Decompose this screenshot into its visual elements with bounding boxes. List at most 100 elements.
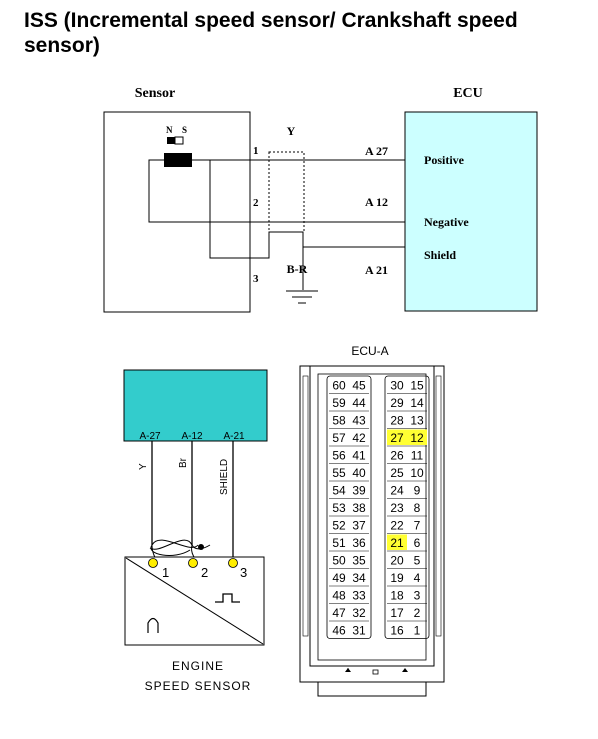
wire-negative — [148, 159, 405, 223]
pin-number-39: 39 — [352, 484, 366, 498]
pin-number-52: 52 — [332, 519, 346, 533]
pin-number-3: 3 — [414, 589, 421, 603]
ecu-label-negative: Negative — [424, 215, 469, 229]
sensor-symbol-icon — [147, 617, 159, 633]
magnet-n-label: N — [166, 125, 173, 135]
pin-number-60: 60 — [332, 379, 346, 393]
pin-highlight — [387, 429, 407, 445]
right-pin-block — [384, 375, 430, 639]
box-label-a12: A-12 — [181, 431, 203, 442]
ecu-header: ECU — [453, 86, 483, 101]
pin-number-48: 48 — [332, 589, 346, 603]
wire-color-y: Y — [287, 124, 296, 138]
pin-number-53: 53 — [332, 501, 346, 515]
pin-number-26: 26 — [390, 449, 404, 463]
pin-number-45: 45 — [352, 379, 366, 393]
pin-number-4: 4 — [414, 571, 421, 585]
sensor-name-line1: ENGINE — [172, 659, 224, 673]
pin-number-56: 56 — [332, 449, 346, 463]
magnet-north-icon — [167, 137, 175, 144]
ecu-bottom-tab — [317, 681, 427, 697]
sensor-pin-label-2: 2 — [201, 565, 208, 580]
coil-icon — [164, 153, 192, 167]
pin-number-11: 11 — [411, 449, 424, 463]
magnet-south-icon — [174, 136, 184, 145]
pin-number-13: 13 — [410, 414, 424, 428]
page-title: ISS (Incremental speed sensor/ Crankshaf… — [24, 9, 518, 57]
pin-number-8: 8 — [414, 501, 421, 515]
pin-label-3: 3 — [253, 273, 259, 285]
ecu-pin-a12: A 12 — [365, 195, 388, 209]
pin-number-57: 57 — [332, 431, 346, 445]
pin-highlight — [387, 534, 407, 550]
wire-color-br: B-R — [287, 262, 308, 276]
pin-number-16: 16 — [390, 624, 404, 638]
pin-number-58: 58 — [332, 414, 346, 428]
pin-number-1: 1 — [414, 624, 421, 638]
wiring-diagram: Sensor ECU N S 1 2 3 Y B-R A 27 A — [103, 86, 538, 313]
pin-number-29: 29 — [390, 396, 404, 410]
sensor-name-line2: SPEED SENSOR — [145, 679, 252, 693]
ecu-a-title: ECU-A — [351, 344, 388, 358]
pin-number-27: 27 — [390, 431, 404, 445]
pin-number-2: 2 — [414, 606, 421, 620]
pin-number-23: 23 — [390, 501, 404, 515]
ecu-label-positive: Positive — [424, 153, 465, 167]
pin-number-33: 33 — [352, 589, 366, 603]
pin-number-59: 59 — [332, 396, 346, 410]
pin-number-49: 49 — [332, 571, 346, 585]
sensor-pin-label-3: 3 — [240, 565, 247, 580]
pin-number-24: 24 — [390, 484, 404, 498]
pin-number-32: 32 — [352, 606, 366, 620]
sensor-diagonal — [125, 557, 264, 645]
arrow-left-icon — [345, 668, 351, 672]
pin-number-5: 5 — [414, 554, 421, 568]
pin-number-43: 43 — [352, 414, 366, 428]
pin-number-18: 18 — [390, 589, 404, 603]
wire-label-br: Br — [178, 457, 189, 468]
pin-number-30: 30 — [390, 379, 404, 393]
arrow-right-icon — [402, 668, 408, 672]
pin-number-35: 35 — [352, 554, 366, 568]
pin-number-34: 34 — [352, 571, 366, 585]
ecu-pin-a27: A 27 — [365, 144, 388, 158]
pin-number-17: 17 — [390, 606, 404, 620]
pin-label-2: 2 — [253, 197, 259, 209]
sensor-pin-2-dot — [188, 558, 198, 568]
pin-number-19: 19 — [390, 571, 404, 585]
pin-number-31: 31 — [352, 624, 366, 638]
pin-number-37: 37 — [352, 519, 366, 533]
pin-number-36: 36 — [352, 536, 366, 550]
pin-number-28: 28 — [390, 414, 404, 428]
pin-number-21: 21 — [390, 536, 404, 550]
wire-label-y: Y — [138, 463, 149, 470]
pin-number-51: 51 — [332, 536, 346, 550]
shield-dotted — [268, 151, 305, 233]
sensor-pin-label-1: 1 — [162, 565, 169, 580]
box-label-a21: A-21 — [223, 431, 245, 442]
pin-number-12: 12 — [410, 431, 424, 445]
pin-number-9: 9 — [414, 484, 421, 498]
pin-highlight — [407, 429, 427, 445]
pin-number-54: 54 — [332, 484, 346, 498]
connector-diagram: A-27 A-12 A-21 Y Br SHIELD 1 2 3 ENGINE … — [123, 369, 268, 693]
pin-number-6: 6 — [414, 536, 421, 550]
sensor-pin-3-dot — [228, 558, 238, 568]
left-pin-block — [326, 375, 372, 639]
sensor-box — [103, 111, 251, 313]
ecu-connector-box — [123, 369, 268, 442]
junction-dot — [198, 544, 204, 550]
pin-number-38: 38 — [352, 501, 366, 515]
pin-number-14: 14 — [410, 396, 424, 410]
sensor-pin-1-dot — [148, 558, 158, 568]
pin-number-25: 25 — [390, 466, 404, 480]
pin-number-50: 50 — [332, 554, 346, 568]
pin-number-41: 41 — [352, 449, 366, 463]
sensor-header: Sensor — [135, 86, 175, 101]
pin-number-42: 42 — [352, 431, 366, 445]
pin-number-7: 7 — [414, 519, 421, 533]
ecu-label-shield: Shield — [424, 248, 456, 262]
pin-number-44: 44 — [352, 396, 366, 410]
